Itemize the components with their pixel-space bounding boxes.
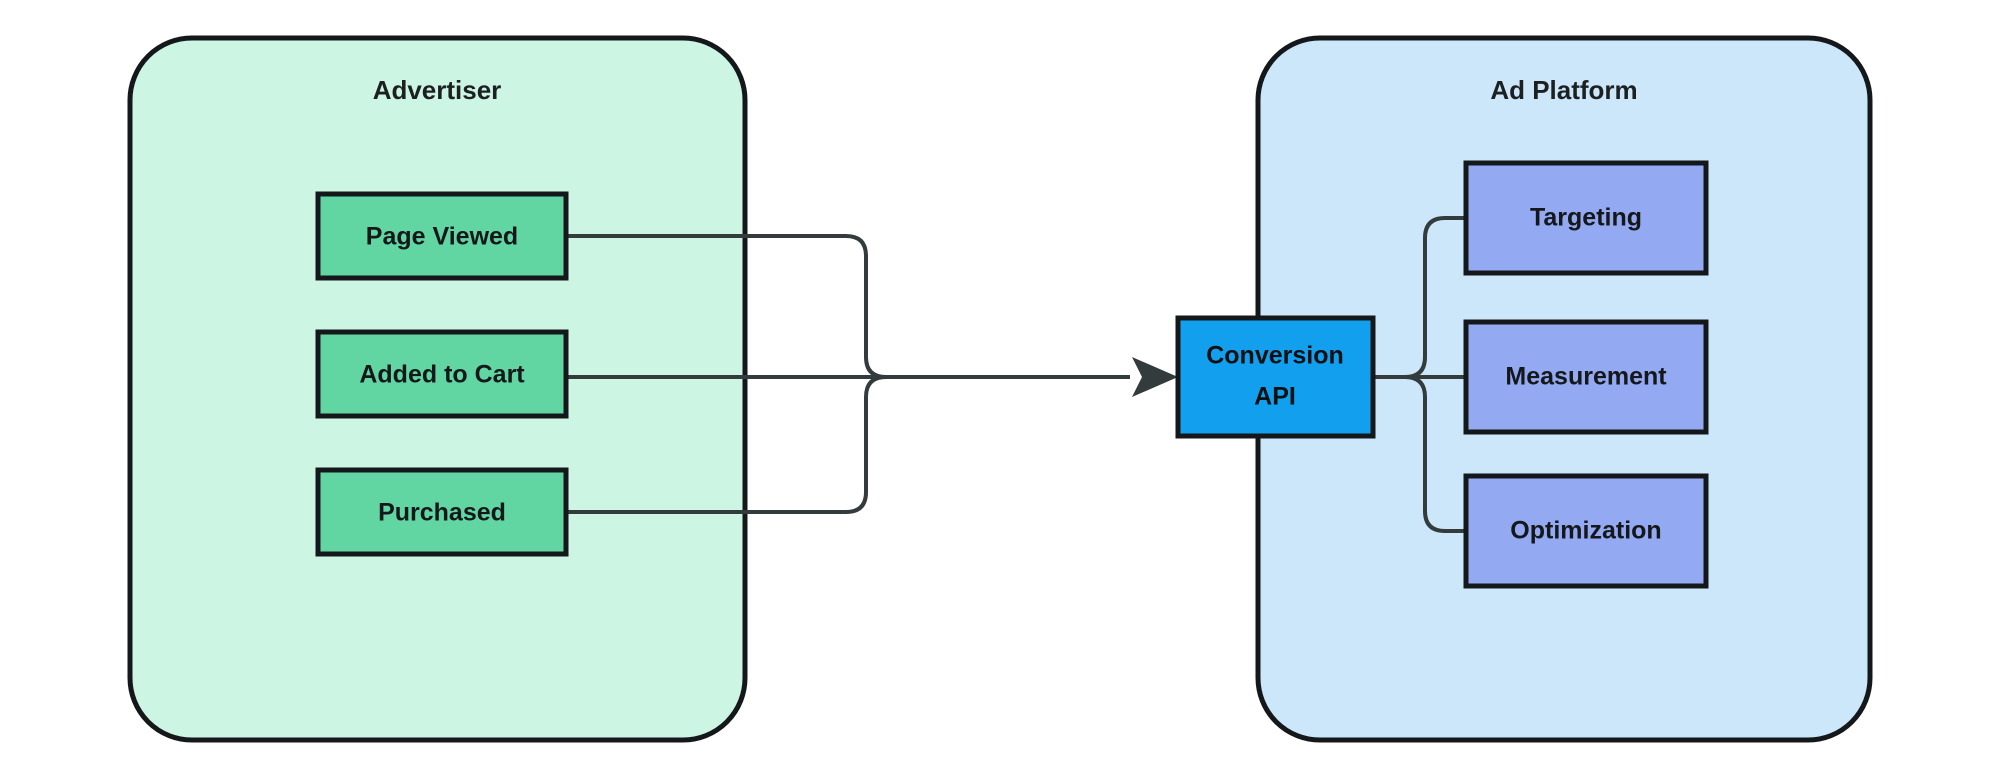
node-conversion-api-box bbox=[1175, 315, 1376, 439]
node-purchased[interactable]: Purchased bbox=[315, 467, 569, 557]
node-added-to-cart-box bbox=[315, 329, 569, 419]
node-page-viewed-box bbox=[315, 191, 569, 281]
node-added-to-cart[interactable]: Added to Cart bbox=[315, 329, 569, 419]
node-page-viewed[interactable]: Page Viewed bbox=[315, 191, 569, 281]
node-optimization[interactable]: Optimization bbox=[1463, 473, 1709, 589]
node-optimization-box bbox=[1463, 473, 1709, 589]
node-measurement[interactable]: Measurement bbox=[1463, 319, 1709, 435]
arrowhead-to-conversion-api bbox=[1132, 357, 1178, 397]
node-purchased-label: Purchased bbox=[378, 499, 506, 527]
node-measurement-label: Measurement bbox=[1505, 363, 1667, 391]
node-optimization-label: Optimization bbox=[1510, 517, 1661, 545]
node-targeting-label: Targeting bbox=[1530, 204, 1642, 232]
group-advertiser-title: Advertiser bbox=[373, 75, 502, 105]
edge-api-to-optimization bbox=[1373, 375, 1466, 533]
node-targeting[interactable]: Targeting bbox=[1463, 160, 1709, 276]
group-ad-platform-title: Ad Platform bbox=[1490, 75, 1637, 105]
node-added-to-cart-label: Added to Cart bbox=[359, 361, 525, 389]
node-conversion-api-label-line2: API bbox=[1254, 383, 1296, 411]
edge-purchased-to-api bbox=[566, 375, 1130, 514]
node-conversion-api[interactable]: Conversion API bbox=[1175, 315, 1376, 439]
node-conversion-api-label-line1: Conversion bbox=[1206, 342, 1344, 370]
node-page-viewed-label: Page Viewed bbox=[366, 223, 518, 251]
node-targeting-box bbox=[1463, 160, 1709, 276]
node-measurement-box bbox=[1463, 319, 1709, 435]
node-purchased-box bbox=[315, 467, 569, 557]
